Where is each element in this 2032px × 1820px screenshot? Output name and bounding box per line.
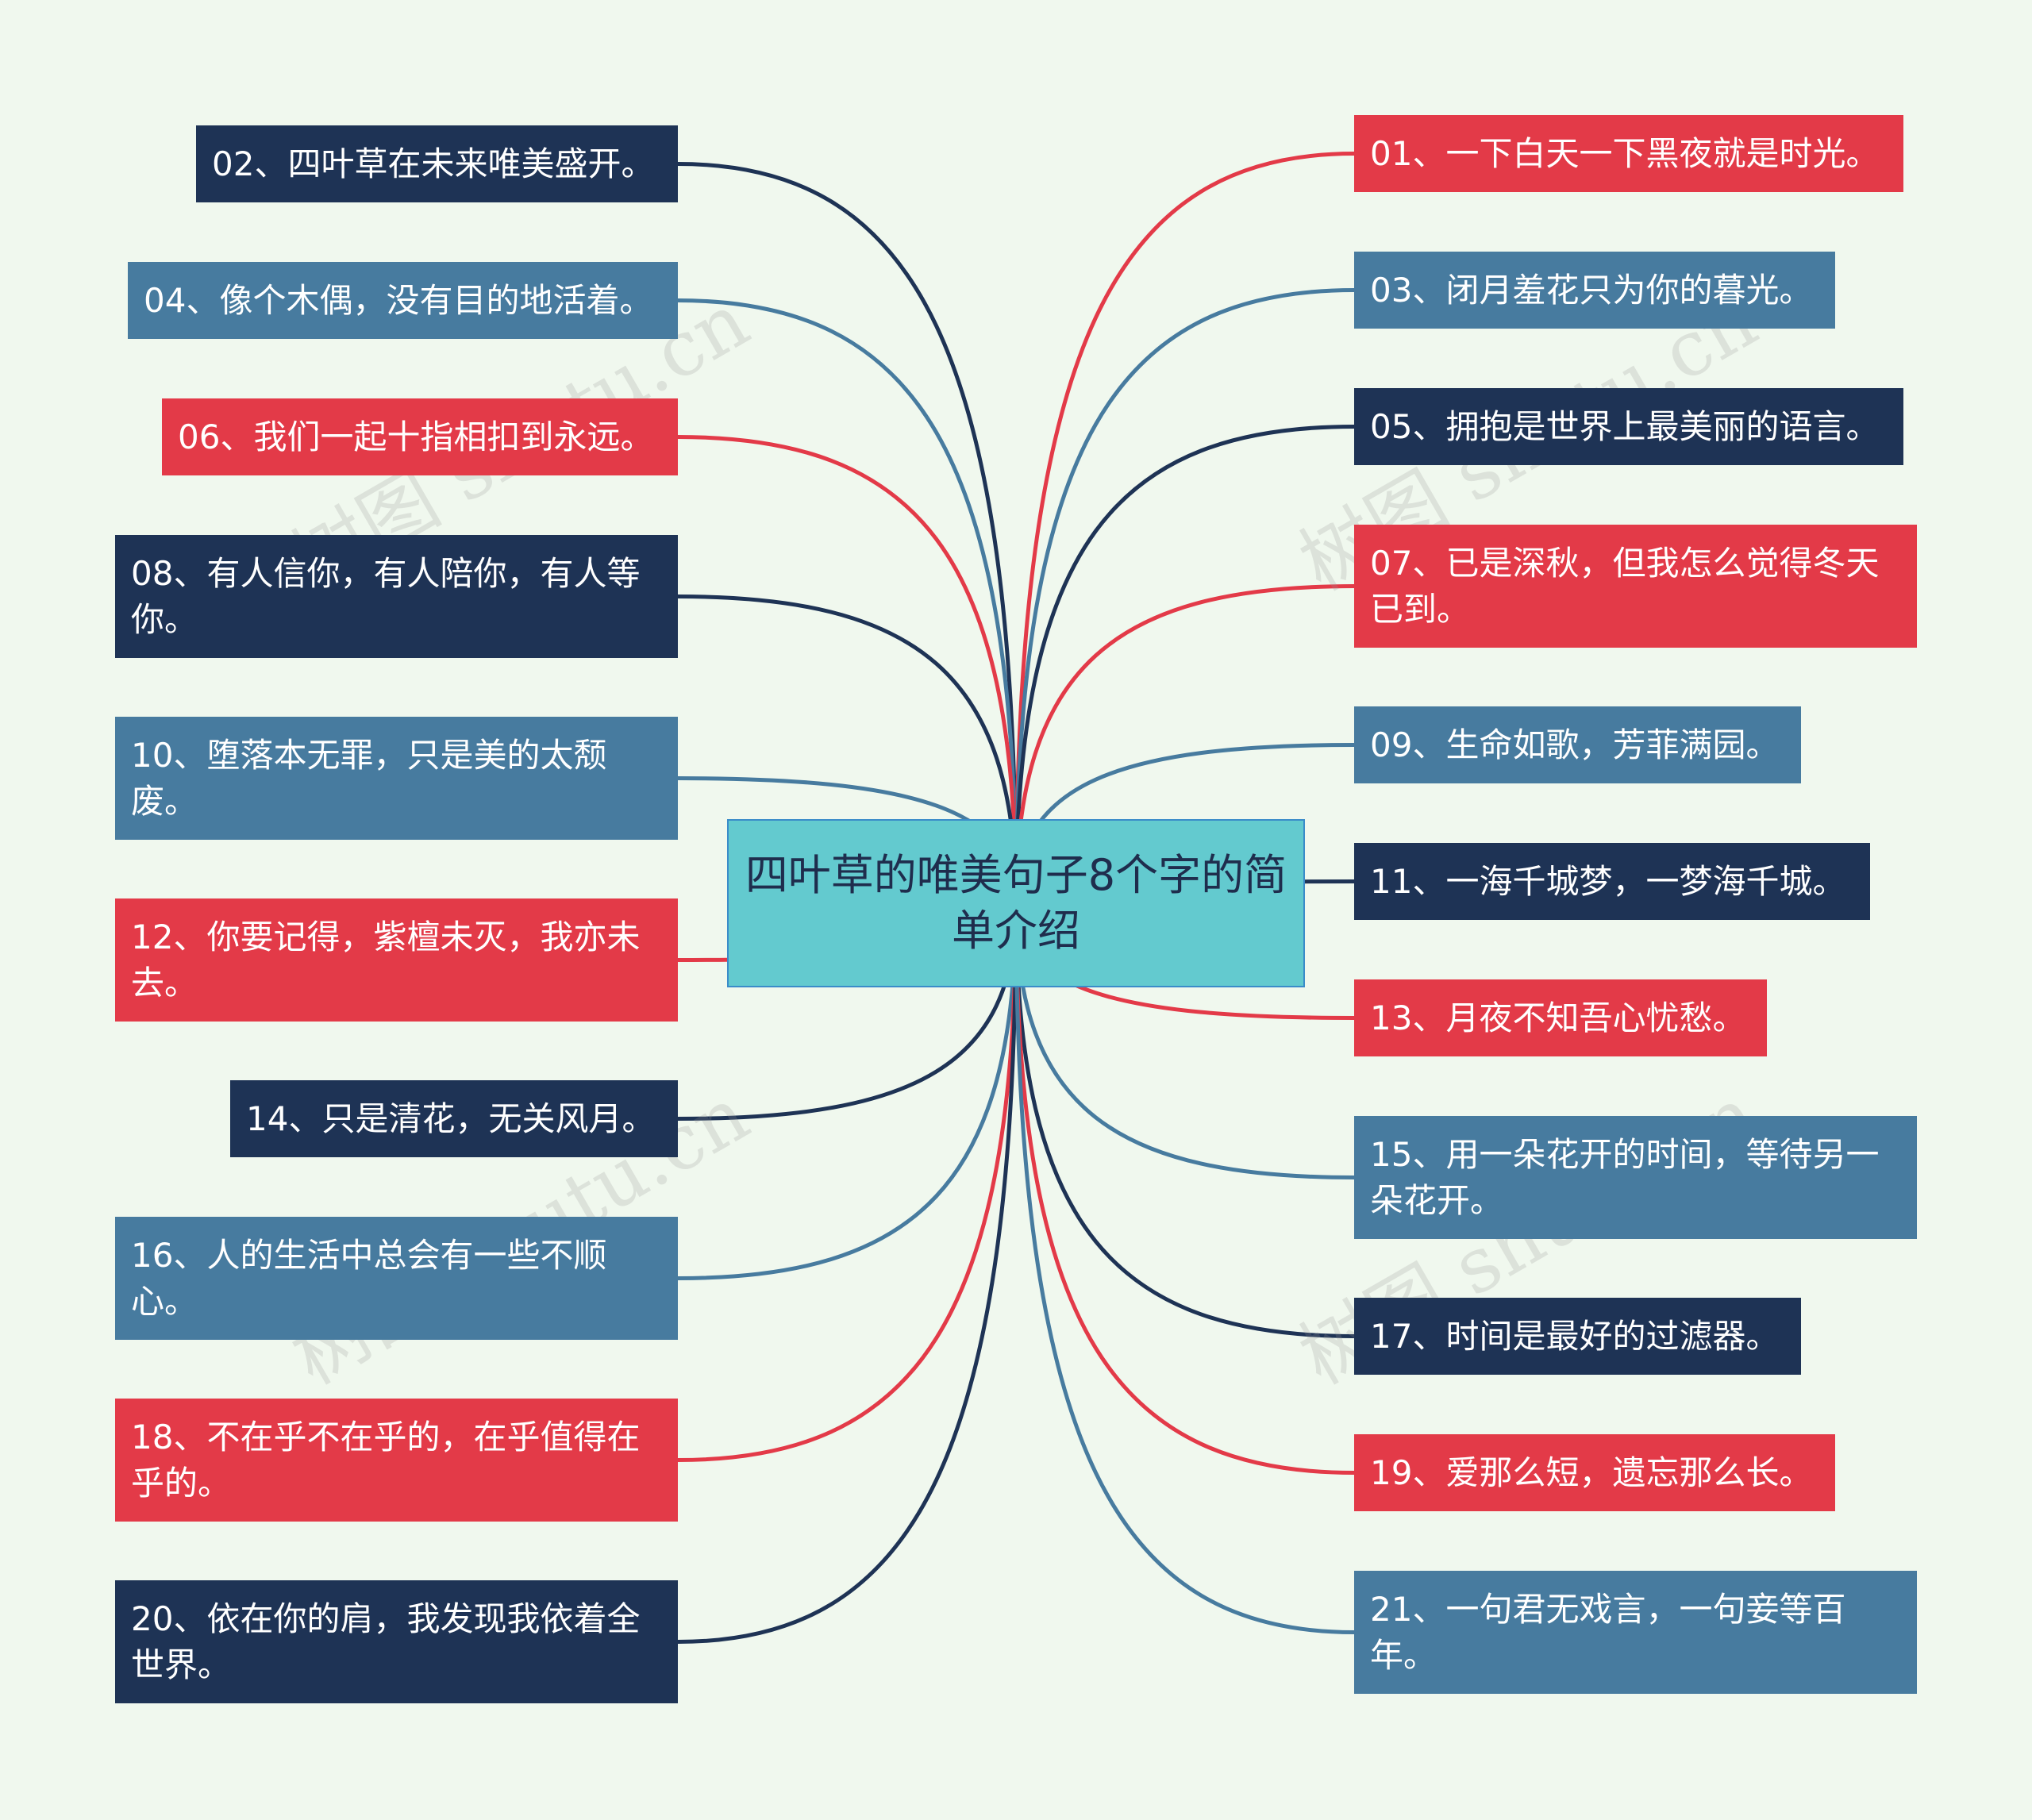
branch-label: 17、时间是最好的过滤器。	[1370, 1316, 1780, 1356]
branch-label: 05、拥抱是世界上最美丽的语言。	[1370, 406, 1880, 446]
connector-05	[1014, 425, 1355, 904]
connector-16	[677, 902, 1018, 1280]
central-topic-label: 四叶草的唯美句子8个字的简单介绍	[745, 850, 1287, 956]
branch-label: 08、有人信你，有人陪你，有人等你。	[131, 553, 641, 639]
branch-label: 09、生命如歌，芳菲满园。	[1370, 725, 1780, 764]
branch-label: 19、爱那么短，遗忘那么长。	[1370, 1453, 1813, 1492]
branch-label: 04、像个木偶，没有目的地活着。	[144, 280, 653, 320]
branch-label: 06、我们一起十指相扣到永远。	[178, 417, 654, 456]
connector-19	[1014, 902, 1355, 1475]
connector-07	[1014, 584, 1355, 904]
connector-18	[677, 902, 1018, 1462]
connector-02	[677, 162, 1018, 904]
connector-20	[677, 902, 1018, 1644]
branch-label: 03、闭月羞花只为你的暮光。	[1370, 270, 1813, 310]
branch-node-18[interactable]: 18、不在乎不在乎的，在乎值得在乎的。	[115, 1399, 678, 1522]
branch-node-13[interactable]: 13、月夜不知吾心忧愁。	[1354, 979, 1767, 1056]
branch-node-04[interactable]: 04、像个木偶，没有目的地活着。	[128, 262, 678, 339]
branch-label: 15、用一朵花开的时间，等待另一朵花开。	[1370, 1134, 1880, 1220]
branch-node-12[interactable]: 12、你要记得，紫檀未灭，我亦未去。	[115, 898, 678, 1022]
branch-label: 13、月夜不知吾心忧愁。	[1370, 998, 1746, 1037]
branch-node-09[interactable]: 09、生命如歌，芳菲满园。	[1354, 706, 1801, 783]
connector-03	[1014, 288, 1355, 904]
branch-label: 11、一海千城梦，一梦海千城。	[1370, 861, 1846, 901]
connector-01	[1014, 152, 1355, 904]
connector-08	[677, 594, 1018, 904]
branch-node-10[interactable]: 10、堕落本无罪，只是美的太颓废。	[115, 717, 678, 840]
central-topic[interactable]: 四叶草的唯美句子8个字的简单介绍	[727, 819, 1305, 987]
branch-node-03[interactable]: 03、闭月羞花只为你的暮光。	[1354, 252, 1835, 329]
branch-node-19[interactable]: 19、爱那么短，遗忘那么长。	[1354, 1434, 1835, 1511]
branch-label: 12、你要记得，紫檀未灭，我亦未去。	[131, 917, 641, 1002]
branch-node-02[interactable]: 02、四叶草在未来唯美盛开。	[196, 125, 678, 202]
branch-label: 21、一句君无戏言，一句妾等百年。	[1370, 1589, 1846, 1675]
branch-label: 16、人的生活中总会有一些不顺心。	[131, 1235, 607, 1321]
branch-node-08[interactable]: 08、有人信你，有人陪你，有人等你。	[115, 535, 678, 658]
branch-label: 07、已是深秋，但我怎么觉得冬天已到。	[1370, 543, 1880, 629]
branch-node-21[interactable]: 21、一句君无戏言，一句妾等百年。	[1354, 1571, 1917, 1694]
branch-node-06[interactable]: 06、我们一起十指相扣到永远。	[162, 398, 678, 475]
branch-label: 14、只是清花，无关风月。	[246, 1099, 656, 1138]
connector-21	[1014, 902, 1355, 1634]
branch-node-17[interactable]: 17、时间是最好的过滤器。	[1354, 1298, 1801, 1375]
connector-04	[677, 298, 1018, 904]
branch-node-11[interactable]: 11、一海千城梦，一梦海千城。	[1354, 843, 1870, 920]
branch-node-20[interactable]: 20、依在你的肩，我发现我依着全世界。	[115, 1580, 678, 1703]
connector-06	[677, 435, 1018, 904]
branch-label: 02、四叶草在未来唯美盛开。	[212, 144, 655, 183]
branch-label: 10、堕落本无罪，只是美的太颓废。	[131, 735, 607, 821]
branch-label: 18、不在乎不在乎的，在乎值得在乎的。	[131, 1417, 641, 1503]
branch-node-05[interactable]: 05、拥抱是世界上最美丽的语言。	[1354, 388, 1903, 465]
branch-node-01[interactable]: 01、一下白天一下黑夜就是时光。	[1354, 115, 1903, 192]
branch-node-07[interactable]: 07、已是深秋，但我怎么觉得冬天已到。	[1354, 525, 1917, 648]
branch-node-15[interactable]: 15、用一朵花开的时间，等待另一朵花开。	[1354, 1116, 1917, 1239]
branch-node-14[interactable]: 14、只是清花，无关风月。	[230, 1080, 678, 1157]
branch-label: 20、依在你的肩，我发现我依着全世界。	[131, 1599, 641, 1684]
branch-node-16[interactable]: 16、人的生活中总会有一些不顺心。	[115, 1217, 678, 1340]
branch-label: 01、一下白天一下黑夜就是时光。	[1370, 133, 1880, 173]
connector-17	[1014, 902, 1355, 1338]
